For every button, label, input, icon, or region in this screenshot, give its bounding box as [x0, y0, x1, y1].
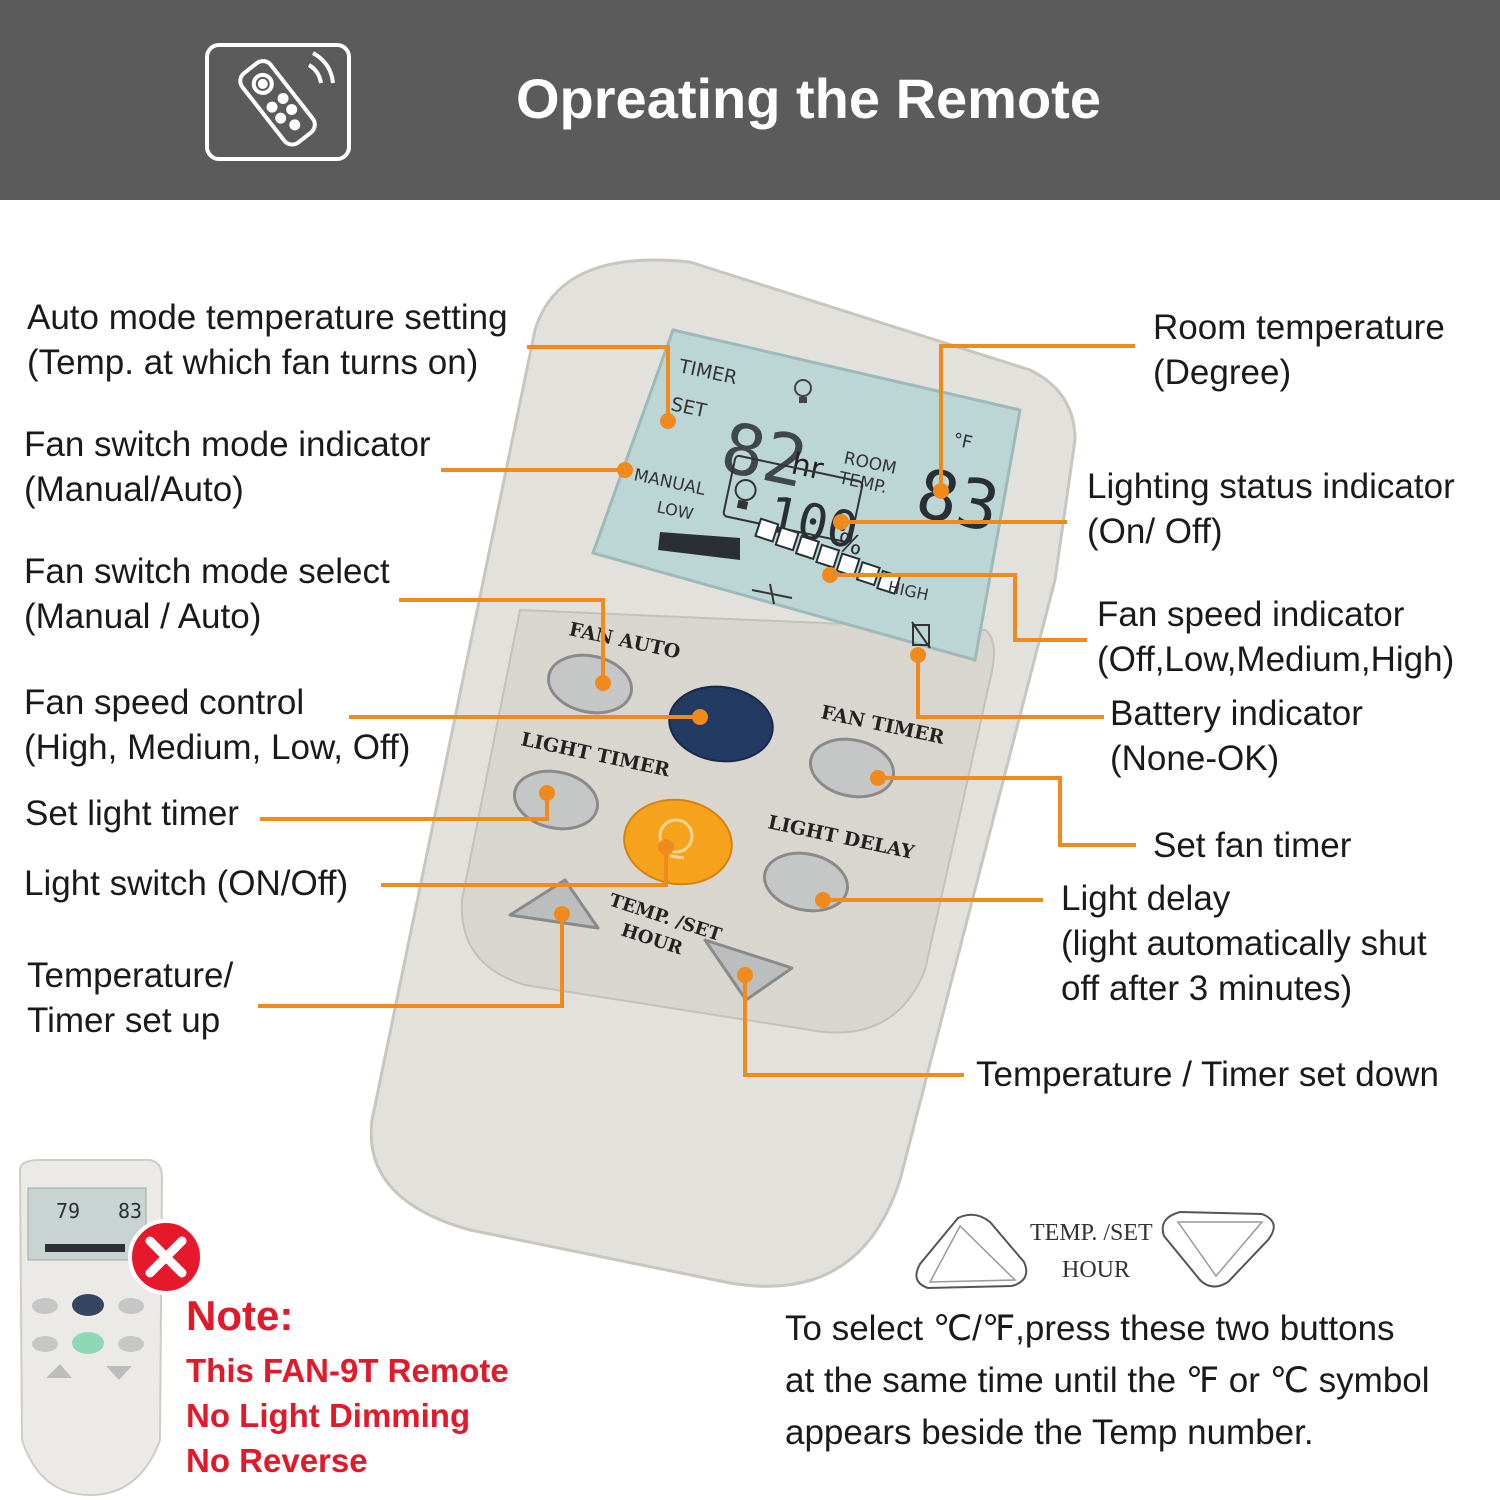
callout-light-delay-line1: Light delay [1061, 879, 1231, 918]
callout-lines [258, 344, 1136, 1077]
lcd-screen [591, 328, 1022, 662]
temp-up-button [508, 878, 600, 930]
mini-room-temp: 83 [118, 1199, 142, 1223]
callout-light-delay-line3: off after 3 minutes) [1061, 969, 1353, 1008]
callout-fan-mode-select-line2: (Manual / Auto) [24, 597, 262, 636]
mini-light-button [72, 1332, 104, 1354]
callout-light-switch: Light switch (ON/Off) [24, 864, 349, 903]
callout-lighting-status-line1: Lighting status indicator [1087, 467, 1455, 506]
callout-auto-temp-line2: (Temp. at which fan turns on) [27, 343, 479, 382]
lcd-unit: °F [951, 429, 974, 454]
remote-control-icon [205, 43, 351, 161]
callout-set-fan-timer: Set fan timer [1153, 826, 1352, 865]
callout-auto-temp: Auto mode temperature setting (Temp. at … [27, 295, 508, 385]
mini-set-temp: 79 [56, 1199, 80, 1223]
callout-fan-mode-select: Fan switch mode select (Manual / Auto) [24, 549, 390, 639]
callout-room-temp: Room temperature (Degree) [1153, 305, 1445, 395]
not-compatible-icon [128, 1219, 204, 1295]
mini-down-button [106, 1366, 132, 1380]
select-unit-line-1: To select ℃/℉,press these two buttons [785, 1309, 1395, 1348]
callout-dots [539, 413, 949, 983]
lcd-light-status-icon [794, 379, 812, 403]
callout-fan-mode-select-line1: Fan switch mode select [24, 552, 390, 591]
temp-up-inner-icon [928, 1224, 1017, 1283]
temp-down-inner-icon [1176, 1221, 1264, 1278]
callout-fan-mode-indicator-line2: (Manual/Auto) [24, 470, 244, 509]
mini-speed-bar [45, 1244, 125, 1252]
lcd-set-value: 82 [714, 406, 814, 504]
temp-up-outline-icon [915, 1213, 1028, 1290]
callout-lighting-status-line2: (On/ Off) [1087, 512, 1223, 551]
temp-down-outline-icon [1161, 1210, 1275, 1288]
callout-fan-speed-indicator: Fan speed indicator (Off,Low,Medium,High… [1097, 592, 1454, 682]
note-line-1: This FAN-9T Remote [186, 1352, 509, 1389]
callout-auto-temp-line1: Auto mode temperature setting [27, 298, 508, 337]
callout-battery-indicator: Battery indicator (None-OK) [1110, 691, 1363, 781]
callout-light-delay-line2: (light automatically shut [1061, 924, 1427, 963]
callout-room-temp-line1: Room temperature [1153, 308, 1445, 347]
callout-fan-speed-control-line1: Fan speed control [24, 683, 305, 722]
mini-timer-button [32, 1336, 58, 1352]
mini-fan-button [72, 1294, 104, 1316]
light-timer-button [513, 769, 599, 831]
select-unit-label-2: HOUR [1062, 1257, 1131, 1283]
lcd-speed-bar-dark [658, 532, 740, 560]
light-switch-button [623, 798, 733, 886]
select-unit-line-3: appears beside the Temp number. [785, 1413, 1314, 1452]
mini-up-button [46, 1364, 72, 1378]
note-line-2: No Light Dimming [186, 1397, 471, 1434]
mini-fan-auto-button [32, 1298, 58, 1314]
callout-fan-mode-indicator-line1: Fan switch mode indicator [24, 425, 431, 464]
light-bulb-icon [658, 818, 694, 860]
callout-lighting-status: Lighting status indicator (On/ Off) [1087, 464, 1455, 554]
lcd-battery-icon [911, 621, 931, 649]
callout-fan-speed-indicator-line1: Fan speed indicator [1097, 595, 1405, 634]
select-unit-label-1: TEMP. /SET [1030, 1220, 1153, 1246]
lcd-fan-icon [751, 583, 793, 605]
callout-battery-indicator-line2: (None-OK) [1110, 739, 1280, 778]
callout-temp-timer-up-line2: Timer set up [27, 1001, 221, 1040]
mini-forrev-button [118, 1298, 144, 1314]
header-banner: Opreating the Remote [0, 0, 1500, 200]
callout-temp-timer-down: Temperature / Timer set down [976, 1055, 1439, 1094]
callout-room-temp-line2: (Degree) [1153, 353, 1292, 392]
callout-temp-timer-up: Temperature/ Timer set up [27, 953, 233, 1043]
select-unit-line-2: at the same time until the ℉ or ℃ symbol [785, 1361, 1430, 1400]
callout-fan-speed-control-line2: (High, Medium, Low, Off) [24, 728, 411, 767]
mini-remote-image: 79 83 [18, 1159, 164, 1497]
callout-set-light-timer: Set light timer [25, 794, 239, 833]
lcd-bulb-icon [734, 479, 757, 510]
mini-light-delay-button [118, 1336, 144, 1352]
fan-auto-button [547, 653, 633, 715]
callout-battery-indicator-line1: Battery indicator [1110, 694, 1363, 733]
callout-temp-timer-up-line1: Temperature/ [27, 956, 234, 995]
note-title: Note: [186, 1292, 294, 1339]
callout-fan-speed-control: Fan speed control (High, Medium, Low, Of… [24, 680, 410, 770]
callout-fan-mode-indicator: Fan switch mode indicator (Manual/Auto) [24, 422, 431, 512]
callout-fan-speed-indicator-line2: (Off,Low,Medium,High) [1097, 640, 1455, 679]
lcd-room-value: 83 [909, 454, 1006, 548]
callout-light-delay: Light delay (light automatically shut of… [1061, 876, 1427, 1011]
page-title: Opreating the Remote [516, 67, 1101, 130]
note-line-3: No Reverse [186, 1442, 368, 1479]
